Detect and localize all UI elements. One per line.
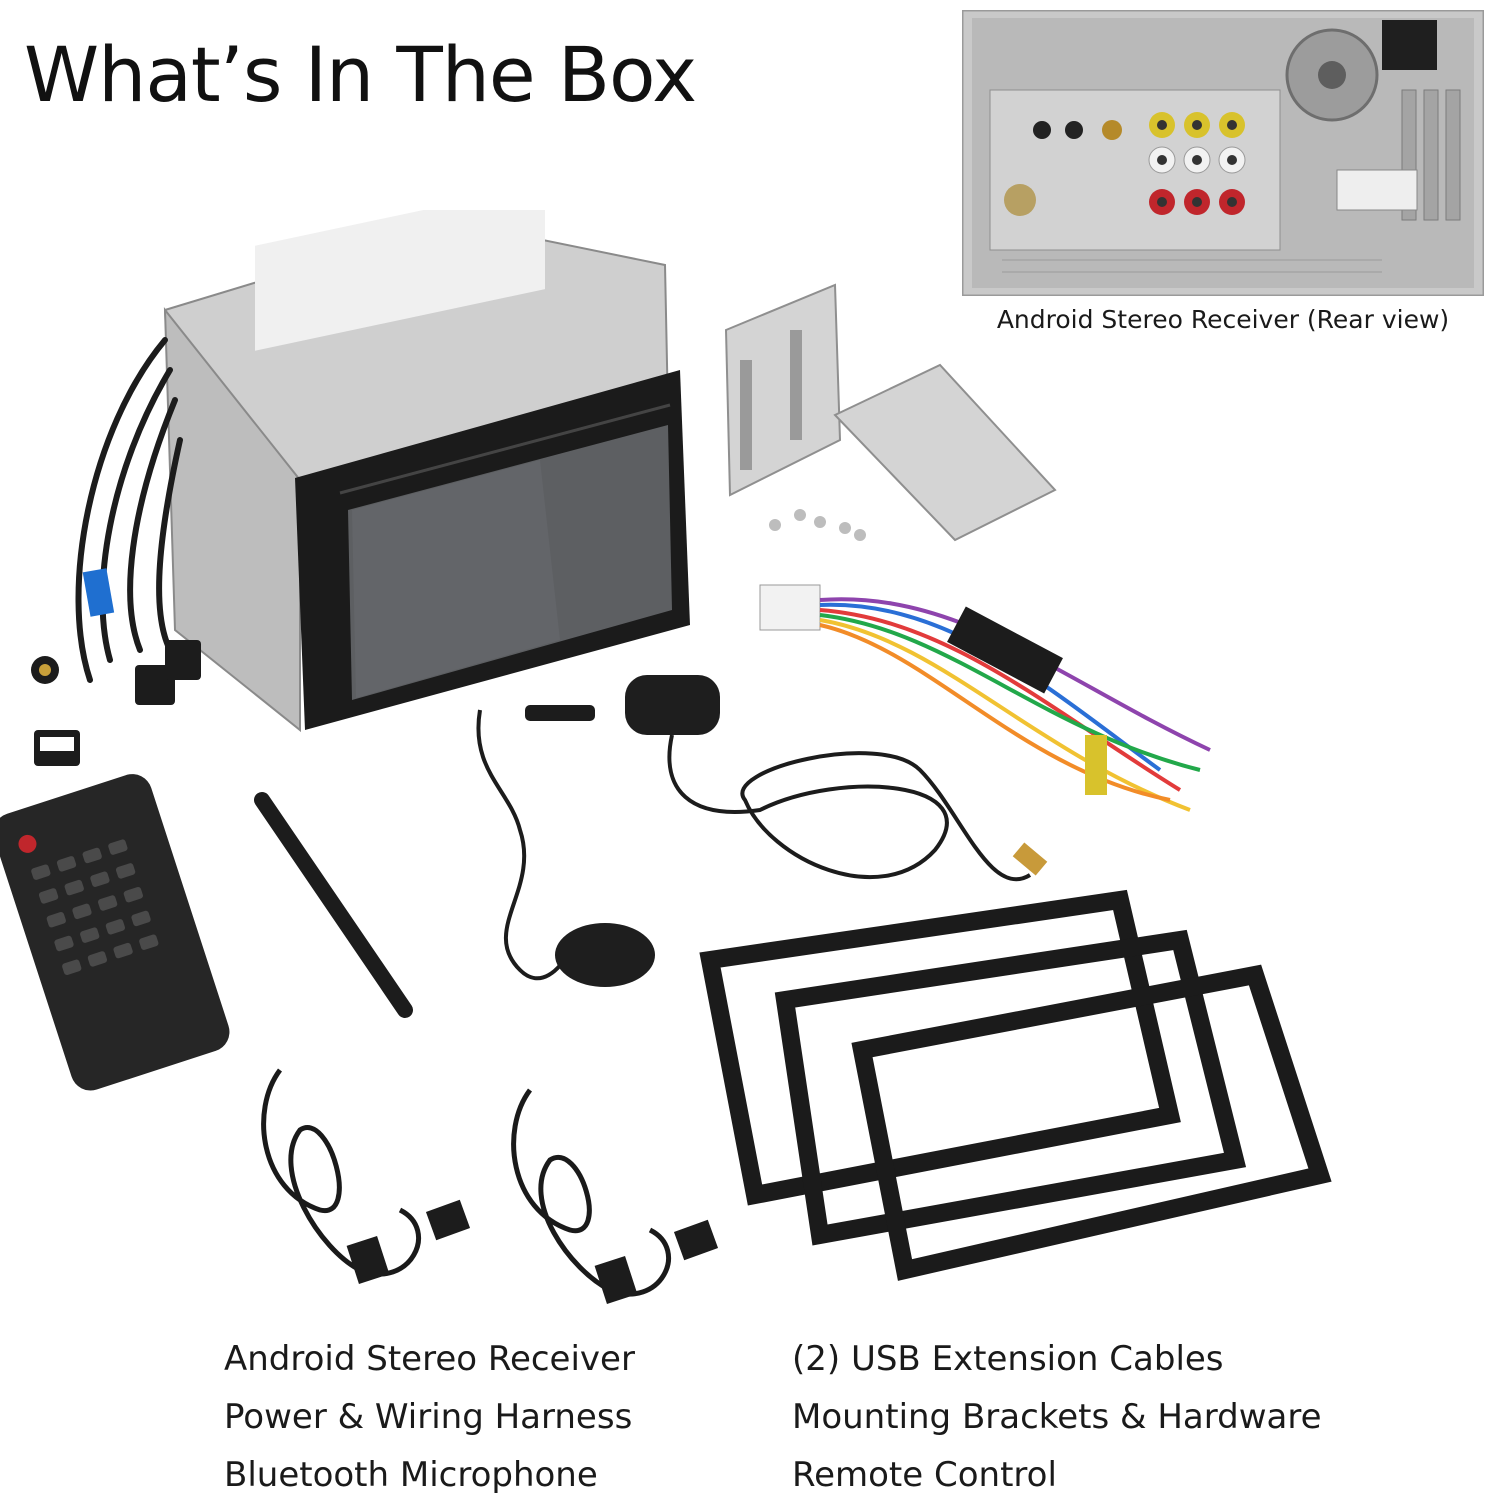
contents-list: Android Stereo Receiver Power & Wiring H… <box>0 1330 1493 1500</box>
rear-view-caption: Android Stereo Receiver (Rear view) <box>996 305 1450 334</box>
list-item: (2) USB Extension Cables <box>792 1339 1224 1379</box>
box-contents-image <box>0 210 1332 1304</box>
list-item: Remote Control <box>792 1455 1057 1495</box>
list-item: Android Stereo Receiver <box>224 1339 635 1379</box>
stereo-receiver-unit <box>163 210 690 733</box>
list-item: Power & Wiring Harness <box>224 1397 633 1437</box>
list-item: Mounting Brackets & Hardware <box>792 1397 1322 1437</box>
remote-control <box>0 774 230 1091</box>
contents-column-right: (2) USB Extension Cables Mounting Bracke… <box>792 1330 1322 1504</box>
list-item: Bluetooth Microphone <box>224 1455 598 1495</box>
page-title: What’s In The Box <box>24 30 697 119</box>
contents-column-left: Android Stereo Receiver Power & Wiring H… <box>224 1330 635 1504</box>
receiver-rear-view-image <box>962 10 1484 296</box>
